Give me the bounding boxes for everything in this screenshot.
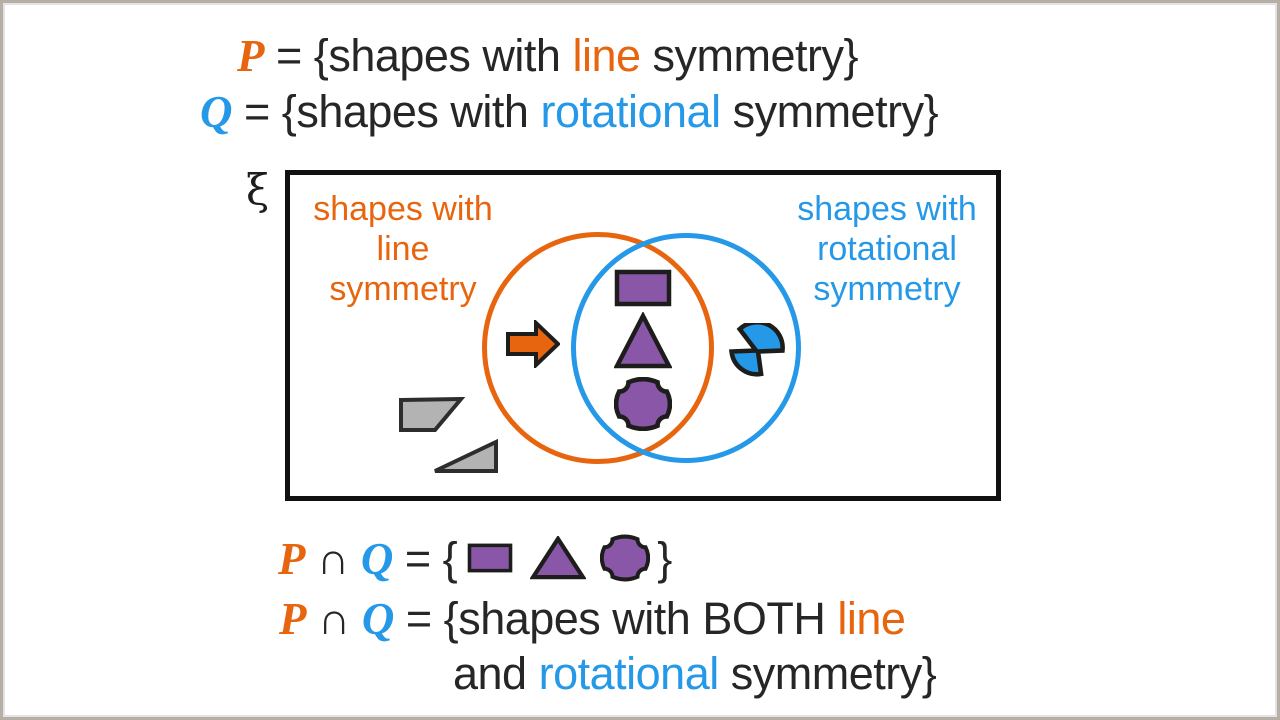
set-symbol-q: Q [200, 87, 233, 137]
purple-quatrefoil-shape [614, 377, 672, 431]
purple-quatrefoil-icon [600, 534, 651, 582]
left-circle-label-line1: shapes with [313, 190, 493, 228]
spacer [349, 533, 361, 584]
right-circle-label-line1: shapes with [797, 190, 977, 228]
purple-triangle-shape [614, 312, 672, 369]
definition-q-highlight: rotational [540, 86, 721, 137]
conclusion2-q: Q [361, 594, 395, 644]
intersection-description-line2: and rotational symmetry} [453, 646, 937, 702]
conclusion2-p: P [279, 594, 307, 644]
universal-set-symbol: ξ [246, 165, 270, 214]
gray-trapezoid-shape [399, 397, 466, 432]
spacer [306, 593, 318, 644]
definition-q-text: = {shapes with [232, 86, 541, 137]
conclusion3-end: symmetry} [718, 648, 937, 699]
spacer [305, 533, 317, 584]
conclusion3-highlight: rotational [538, 648, 720, 699]
conclusion2-text: = {shapes with BOTH [393, 593, 838, 644]
purple-rectangle-icon [467, 543, 513, 573]
blue-pinwheel-shape [729, 323, 785, 377]
orange-arrow-shape [506, 320, 560, 368]
gray-right-triangle-shape [434, 439, 498, 473]
conclusion1-q: Q [360, 534, 394, 584]
conclusion3-start: and [453, 648, 539, 699]
intersection-set-line: P ∩ Q = {} [278, 531, 672, 591]
definition-q-end: symmetry} [720, 86, 939, 137]
right-circle-label-line2: rotational [817, 230, 957, 268]
definition-q: Q = {shapes with rotational symmetry} [200, 86, 939, 138]
conclusion1-close: } [657, 533, 672, 584]
definition-p-highlight: line [572, 30, 641, 81]
intersect-symbol: ∩ [317, 533, 349, 584]
definition-p: P = {shapes with line symmetry} [237, 30, 859, 82]
purple-triangle-icon [530, 536, 587, 580]
intersection-description-line: P ∩ Q = {shapes with BOTH line [279, 591, 906, 647]
left-circle-label: shapes with line symmetry [293, 189, 513, 309]
left-circle-label-line2: line [376, 230, 430, 268]
definition-p-end: symmetry} [640, 30, 859, 81]
rotational-symmetry-circle [571, 233, 801, 463]
right-circle-label-line3: symmetry [813, 270, 961, 308]
conclusion1-p: P [278, 534, 306, 584]
conclusion1-equals: = { [392, 533, 458, 584]
purple-rectangle-shape [614, 269, 672, 307]
set-symbol-p: P [237, 31, 265, 81]
definition-p-text: = {shapes with [264, 30, 573, 81]
intersect-symbol: ∩ [318, 593, 350, 644]
conclusion2-highlight: line [837, 593, 906, 644]
left-circle-label-line3: symmetry [329, 270, 477, 308]
right-circle-label: shapes with rotational symmetry [777, 189, 997, 309]
spacer [350, 593, 362, 644]
